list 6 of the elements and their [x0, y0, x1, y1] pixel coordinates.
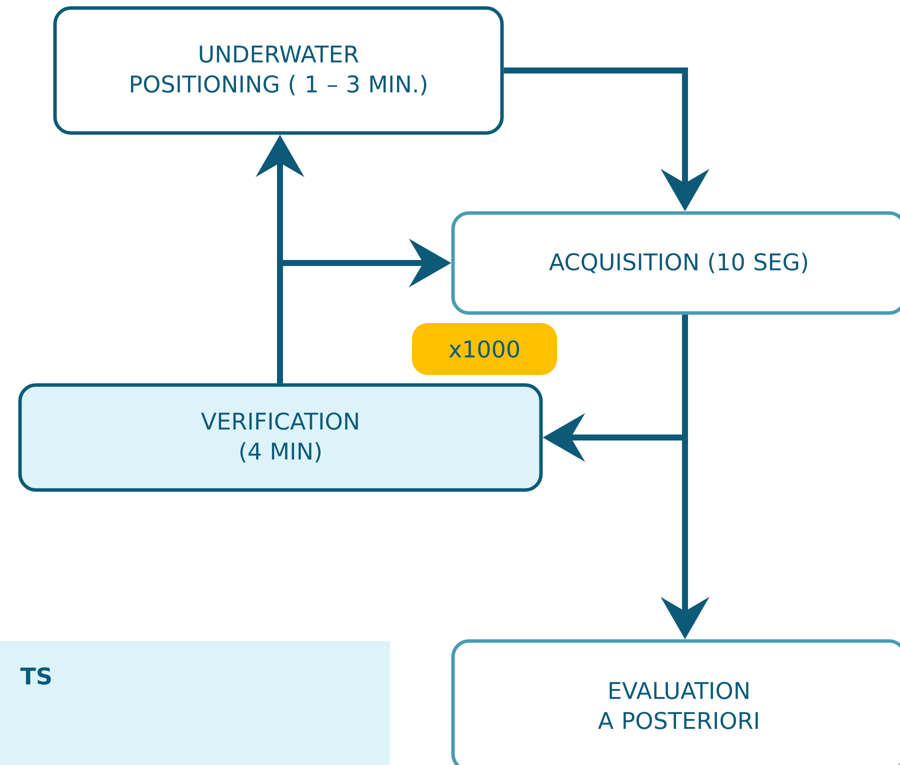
process-box: EVALUATION A POSTERIORI [451, 639, 900, 765]
text-band: TS [0, 641, 390, 765]
count-badge: x1000 [412, 323, 557, 375]
process-box: UNDERWATER POSITIONING ( 1 – 3 MIN.) [53, 6, 504, 135]
process-box: ACQUISITION (10 SEG) [451, 211, 900, 315]
process-box: VERIFICATION (4 MIN) [18, 383, 543, 492]
